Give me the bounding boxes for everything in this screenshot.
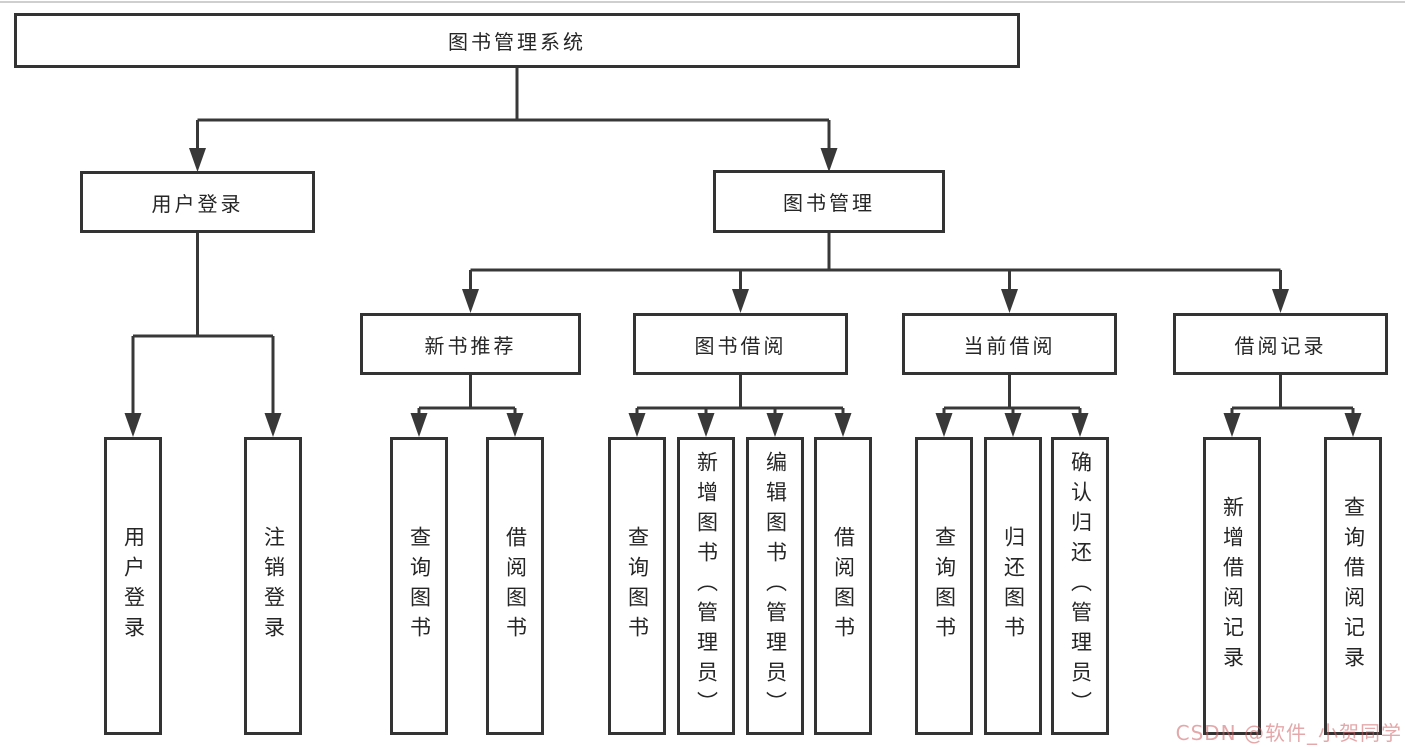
arrow-down-icon	[935, 413, 953, 437]
arrow-down-icon	[410, 413, 428, 437]
arrow-down-icon	[264, 413, 282, 437]
leaf-borrow-query-book-label: 查询图书	[625, 526, 650, 646]
arrow-down-icon	[189, 148, 206, 172]
node-root-system: 图书管理系统	[14, 13, 1020, 68]
arrow-down-icon	[834, 413, 852, 437]
node-user-login: 用户登录	[80, 171, 315, 233]
node-new-book-recommend: 新书推荐	[360, 313, 581, 375]
arrowheads	[124, 148, 1362, 437]
leaf-confirm-return-admin-label: 确认归还（管理员）	[1068, 451, 1093, 721]
arrow-down-icon	[732, 289, 749, 313]
leaf-borrow-book-label: 借阅图书	[831, 526, 856, 646]
leaf-query-borrow-record-label: 查询借阅记录	[1341, 496, 1366, 676]
connector-current-borrow-branch	[942, 375, 1082, 417]
leaf-add-book-admin: 新增图书（管理员）	[677, 437, 735, 735]
leaf-current-query-book-label: 查询图书	[932, 526, 957, 646]
leaf-confirm-return-admin: 确认归还（管理员）	[1051, 437, 1109, 735]
arrow-down-icon	[462, 289, 479, 313]
leaf-recommend-borrow-book: 借阅图书	[486, 437, 544, 735]
arrow-down-icon	[766, 413, 784, 437]
arrow-down-icon	[1071, 413, 1089, 437]
leaf-recommend-borrow-book-label: 借阅图书	[503, 526, 528, 646]
arrow-down-icon	[1272, 289, 1289, 313]
leaf-query-borrow-record: 查询借阅记录	[1324, 437, 1382, 735]
node-current-borrow: 当前借阅	[902, 313, 1117, 375]
leaf-add-book-admin-label: 新增图书（管理员）	[694, 451, 719, 721]
arrow-down-icon	[697, 413, 715, 437]
leaf-user-login-label: 用户登录	[121, 526, 146, 646]
leaf-edit-book-admin: 编辑图书（管理员）	[746, 437, 804, 735]
leaf-user-login: 用户登录	[104, 437, 162, 735]
leaf-recommend-query-book: 查询图书	[390, 437, 448, 735]
leaf-recommend-query-book-label: 查询图书	[407, 526, 432, 646]
arrow-down-icon	[1223, 413, 1241, 437]
connector-book-borrow-branch	[635, 375, 845, 417]
leaf-return-book: 归还图书	[984, 437, 1042, 735]
arrow-down-icon	[1344, 413, 1362, 437]
arrow-down-icon	[628, 413, 646, 437]
connector-borrow-records-branch	[1230, 375, 1355, 417]
connector-user-login-branch	[131, 233, 275, 417]
arrow-down-icon	[820, 148, 838, 172]
leaf-add-borrow-record-label: 新增借阅记录	[1220, 496, 1245, 676]
connector-new-book-branch	[417, 375, 517, 417]
node-borrow-records-label: 借阅记录	[1234, 333, 1327, 358]
arrow-down-icon	[1004, 413, 1022, 437]
node-book-borrow: 图书借阅	[633, 313, 848, 375]
leaf-logout: 注销登录	[244, 437, 302, 735]
leaf-logout-label: 注销登录	[261, 526, 286, 646]
leaf-edit-book-admin-label: 编辑图书（管理员）	[763, 451, 788, 721]
connector-root-to-level2	[196, 68, 831, 152]
leaf-add-borrow-record: 新增借阅记录	[1203, 437, 1261, 735]
leaf-return-book-label: 归还图书	[1001, 526, 1026, 646]
node-book-management: 图书管理	[713, 170, 945, 233]
node-new-book-recommend-label: 新书推荐	[424, 333, 517, 358]
node-book-borrow-label: 图书借阅	[694, 333, 787, 358]
node-user-login-label: 用户登录	[151, 191, 244, 216]
arrow-down-icon	[124, 413, 142, 437]
node-root-system-label: 图书管理系统	[448, 30, 586, 54]
node-borrow-records: 借阅记录	[1173, 313, 1388, 375]
arrow-down-icon	[1001, 289, 1018, 313]
node-book-management-label: 图书管理	[783, 191, 875, 215]
leaf-borrow-book: 借阅图书	[814, 437, 872, 735]
arrow-down-icon	[506, 413, 524, 437]
node-current-borrow-label: 当前借阅	[963, 333, 1056, 358]
leaf-current-query-book: 查询图书	[915, 437, 973, 735]
connector-book-management-to-level3	[469, 233, 1282, 293]
csdn-watermark: CSDN @软件_小贺同学	[1175, 721, 1402, 745]
leaf-borrow-query-book: 查询图书	[608, 437, 666, 735]
